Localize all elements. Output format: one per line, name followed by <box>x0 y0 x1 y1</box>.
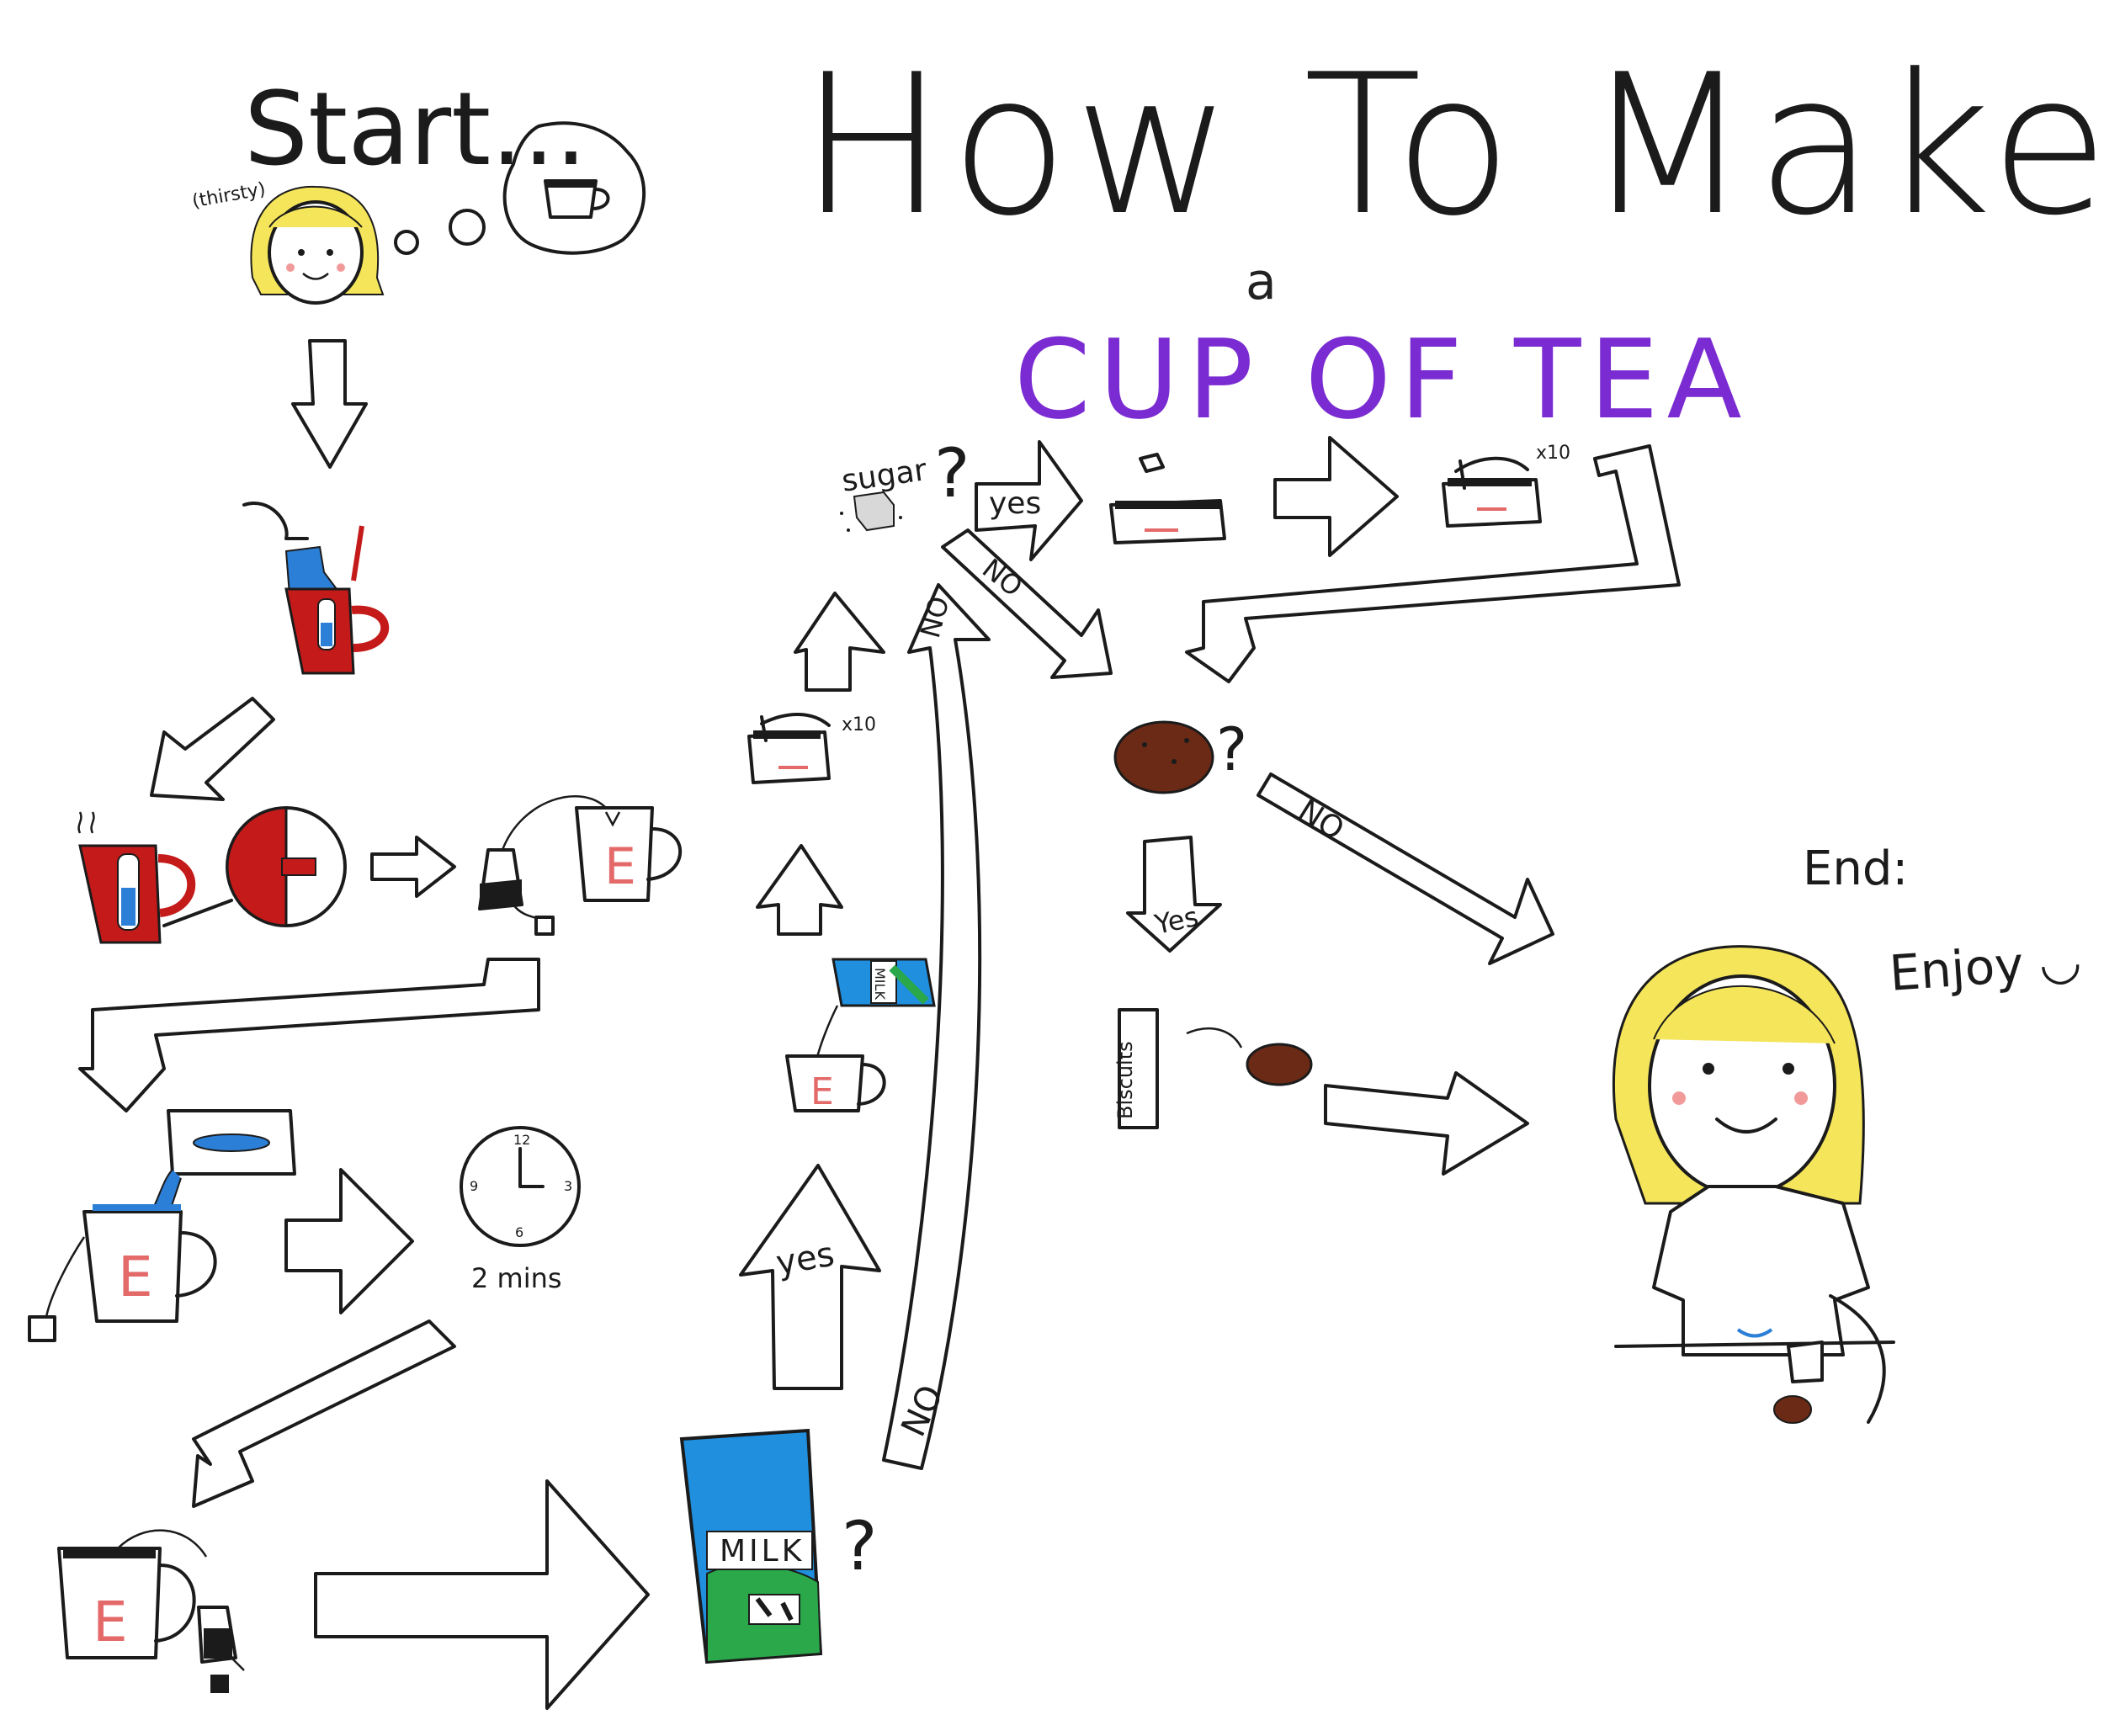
biscuit-packet-icon <box>1118 1008 1313 1129</box>
page-subtitle: CUP OF TEA <box>1014 316 1751 443</box>
mug-letter-3: E <box>93 1590 128 1654</box>
thought-bubble-icon <box>394 121 646 255</box>
power-switch-icon <box>226 806 347 927</box>
arrow-no-2 <box>941 528 1113 679</box>
biscuit-question-mark: ? <box>1216 715 1247 784</box>
mug-add-sugar-icon <box>1109 453 1226 544</box>
timer-label: 2 mins <box>471 1262 562 1294</box>
sugar-question-mark: ? <box>934 434 970 512</box>
arrow-bent-1 <box>1185 444 1681 683</box>
page-title: How To Make <box>800 34 2104 258</box>
end-label: End: <box>1803 841 1909 896</box>
arrow-down-left-1 <box>150 697 275 801</box>
mug-remove-teabag-icon <box>57 1529 245 1693</box>
arrow-up-1 <box>756 844 843 936</box>
milk-carton-icon <box>679 1428 823 1664</box>
arrow-right-5 <box>1324 1071 1529 1176</box>
teabag-to-mug-icon <box>478 795 683 936</box>
mug-letter-1: E <box>604 837 636 896</box>
arrow-up-2 <box>794 592 885 692</box>
arrow-yes-right <box>975 440 1083 561</box>
arrow-right-3 <box>314 1479 650 1710</box>
kettle-icon <box>77 811 233 944</box>
biscuits-label: Biscuits <box>1113 1041 1137 1119</box>
sugar-yes-label: yes <box>989 486 1041 521</box>
arrow-no-1 <box>882 583 991 1470</box>
arrow-right-4 <box>1273 436 1399 557</box>
mug-add-milk-icon <box>785 958 936 1112</box>
title-article: a <box>1246 252 1277 311</box>
svg-text:12: 12 <box>513 1132 530 1148</box>
stir-count-label-1: x10 <box>842 714 876 735</box>
arrow-down-1 <box>291 339 368 469</box>
start-label: Start... <box>244 72 587 188</box>
biscuit-icon <box>1113 720 1214 794</box>
arrow-yes-up <box>739 1164 881 1390</box>
stir-mug-icon-2 <box>1442 456 1542 528</box>
svg-text:3: 3 <box>564 1178 572 1194</box>
stir-mug-icon-1 <box>747 713 831 784</box>
arrow-no-3 <box>1257 772 1554 965</box>
milk-carton-label: MILK <box>720 1534 805 1569</box>
arrow-right-1 <box>370 836 456 898</box>
milk-question-mark: ? <box>842 1507 877 1585</box>
stir-count-label-2: x10 <box>1536 443 1570 464</box>
clock-icon: 12 3 6 9 <box>460 1126 581 1247</box>
svg-text:9: 9 <box>470 1178 478 1194</box>
mug-letter-2: E <box>118 1245 153 1309</box>
arrow-down-left-2 <box>192 1319 456 1508</box>
mug-letter-4: E <box>810 1070 834 1113</box>
pour-water-icon <box>28 1109 296 1342</box>
sugar-cube-icon <box>840 491 902 532</box>
thirsty-girl-icon <box>250 185 385 305</box>
svg-text:6: 6 <box>515 1224 523 1240</box>
arrow-zigzag-1 <box>78 958 540 1112</box>
arrow-right-2 <box>284 1168 414 1314</box>
kettle-filling-icon <box>242 502 390 675</box>
happy-girl-icon <box>1613 945 1895 1424</box>
milk-small-label: MILK <box>872 968 888 1000</box>
arrow-yes-down <box>1126 836 1222 953</box>
